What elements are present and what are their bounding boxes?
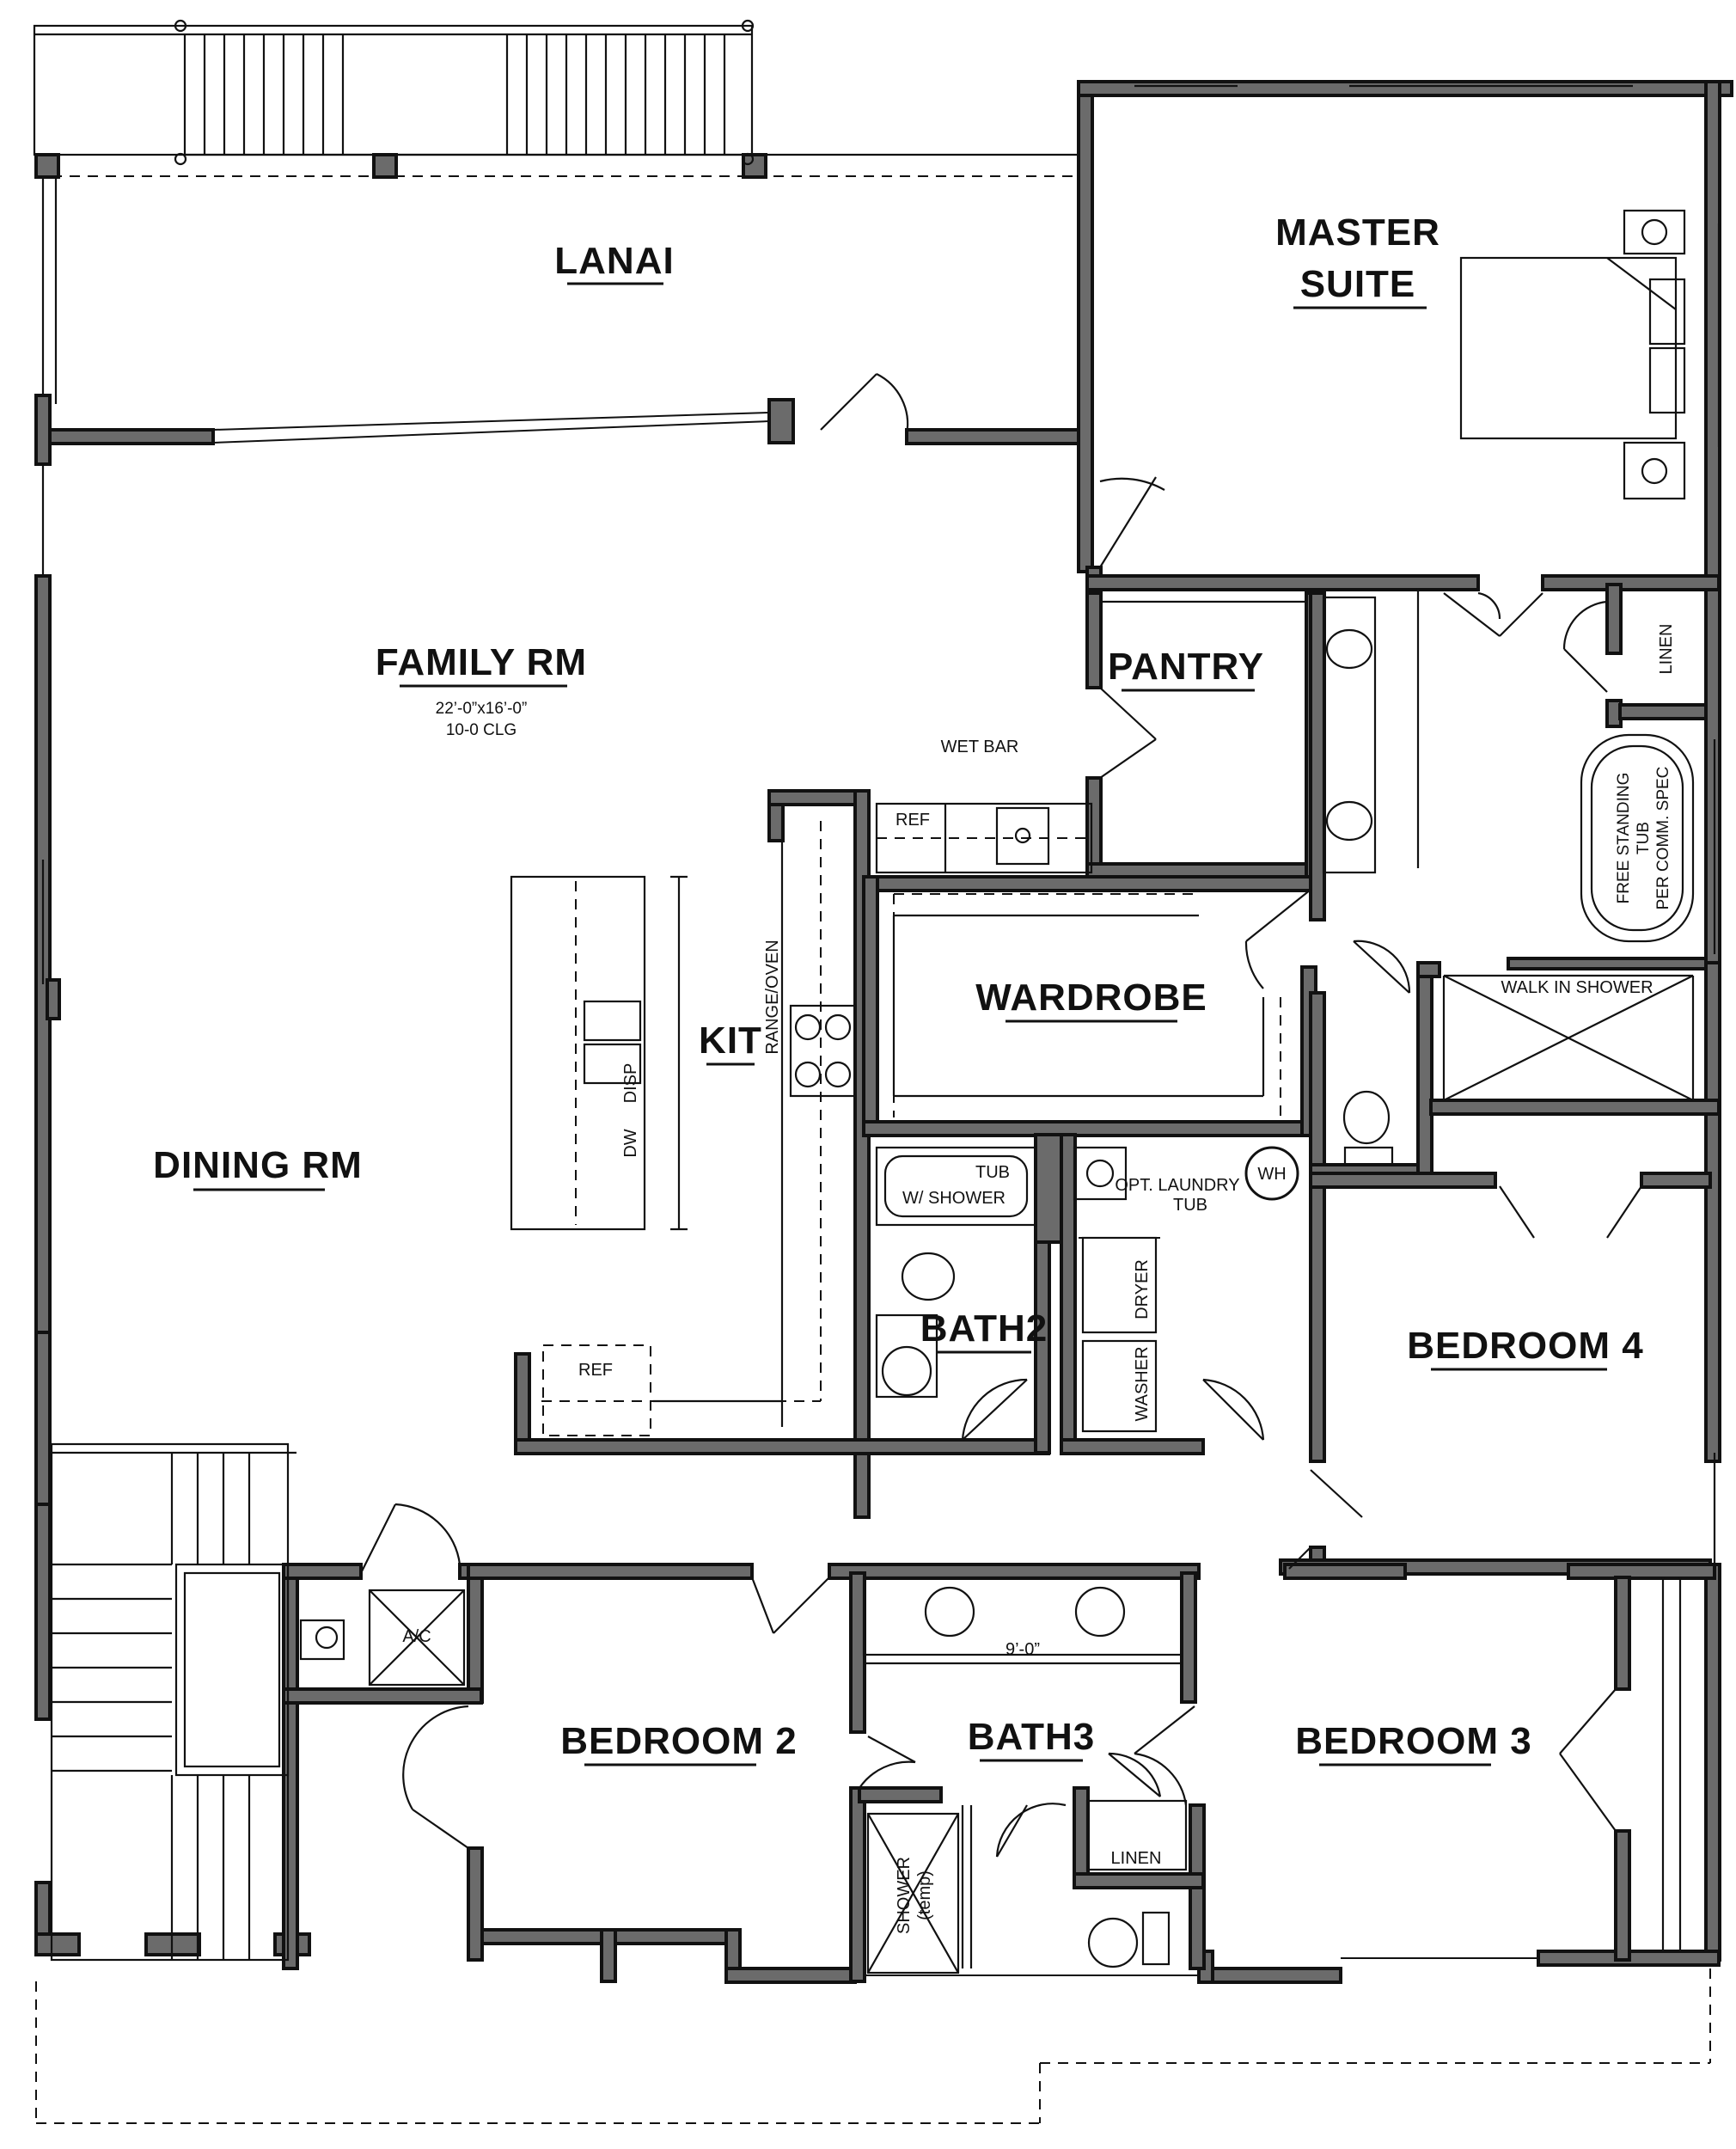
washer-label: WASHER	[1133, 1346, 1152, 1421]
family-room-label: FAMILY RM	[376, 641, 587, 683]
free-standing-tub	[1580, 733, 1695, 943]
lanai-deck	[33, 19, 1079, 404]
ac-unit	[299, 1589, 466, 1687]
dining-room-label: DINING RM	[153, 1144, 363, 1186]
walk-in-shower-label: WALK IN SHOWER	[1501, 978, 1653, 997]
pantry-label: PANTRY	[1108, 646, 1264, 688]
bedroom2-label: BEDROOM 2	[560, 1720, 797, 1762]
tub-label-1: FREE STANDING	[1615, 773, 1633, 904]
kitchen-counter	[541, 808, 857, 1436]
range-oven-label: RANGE/OVEN	[763, 940, 782, 1054]
shower-temp-label-2: (temp)	[915, 1870, 934, 1920]
dishwasher-label: DW	[621, 1129, 640, 1157]
disposal-label: DISP	[621, 1063, 640, 1104]
kitchen-island	[510, 875, 688, 1231]
ac-label: A/C	[402, 1627, 431, 1646]
lanai-label: LANAI	[554, 240, 674, 282]
wardrobe-label: WARDROBE	[975, 977, 1207, 1019]
master-toilet	[1342, 1090, 1394, 1166]
stairs	[50, 1442, 296, 1962]
bath3-fixtures	[862, 1576, 1188, 1975]
family-room-dims: 22’-0”x16’-0”	[436, 700, 528, 718]
kitchen-label: KIT	[699, 1019, 762, 1062]
bath3-linen-label: LINEN	[1111, 1849, 1162, 1868]
tub-label-3: PER COMM. SPEC	[1654, 767, 1672, 910]
bath2-fixtures	[875, 1146, 1037, 1399]
family-room-ceiling: 10-0 CLG	[446, 721, 517, 739]
bed	[1459, 209, 1686, 500]
tub-label-2: TUB	[1635, 822, 1653, 854]
master-linen-label: LINEN	[1657, 624, 1676, 675]
tub-shower-label-1: TUB	[975, 1163, 1010, 1182]
dryer-label: DRYER	[1133, 1259, 1152, 1319]
opt-laundry-label-2: TUB	[1173, 1196, 1207, 1215]
shower-temp-label-1: SHOWER	[895, 1857, 914, 1934]
bedroom3-label: BEDROOM 3	[1295, 1720, 1531, 1762]
room-labels: LANAI MASTER SUITE FAMILY RM 22’-0”x16’-…	[153, 211, 1643, 1766]
bath3-label: BATH3	[968, 1716, 1095, 1758]
master-vanity	[1322, 589, 1420, 874]
deck-railing	[183, 34, 726, 155]
master-suite-label-1: MASTER	[1275, 211, 1440, 254]
tub-shower-label-2: W/ SHOWER	[902, 1189, 1006, 1208]
laundry-fixtures	[1073, 1146, 1299, 1433]
vanity-dimension: 9’-0”	[1006, 1640, 1040, 1659]
wet-bar-ref-label: REF	[896, 811, 930, 830]
master-suite-label-2: SUITE	[1300, 263, 1416, 305]
bath2-label: BATH2	[920, 1307, 1048, 1350]
water-heater-label: WH	[1257, 1165, 1286, 1184]
opt-laundry-label-1: OPT. LAUNDRY	[1115, 1176, 1239, 1195]
kitchen-ref-label: REF	[578, 1361, 613, 1380]
exterior-walls	[34, 80, 1733, 2124]
interior-walls	[282, 566, 1721, 1983]
bedroom4-label: BEDROOM 4	[1407, 1325, 1643, 1367]
wet-bar	[875, 802, 1093, 874]
fixture-labels: WET BAR REF REF RANGE/OVEN DISP DW LINEN…	[402, 624, 1676, 1934]
doors	[360, 373, 1642, 1858]
wet-bar-label: WET BAR	[941, 738, 1019, 756]
